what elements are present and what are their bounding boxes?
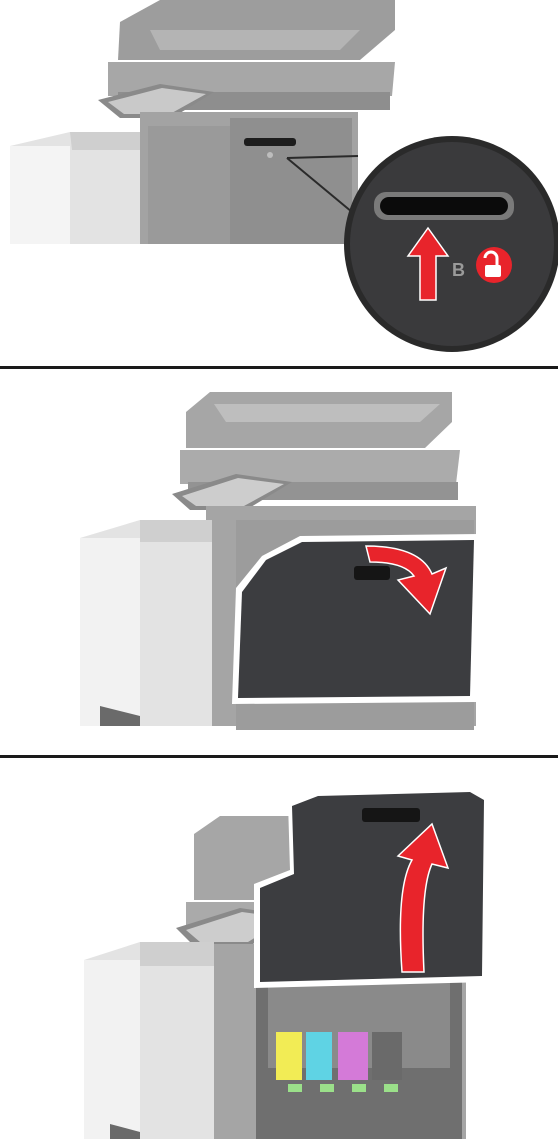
front-door (232, 534, 480, 704)
paper-module (80, 520, 212, 726)
door-latch-slot (244, 138, 296, 146)
step-2-illustration (0, 370, 558, 758)
step-3-panel (0, 760, 558, 1139)
unlock-icon (476, 247, 512, 283)
door-handle (362, 808, 420, 822)
paper-module (10, 132, 140, 244)
toner-yellow (276, 1032, 302, 1080)
printer-body (140, 112, 358, 244)
paper-module (84, 942, 214, 1139)
step-divider-1 (0, 366, 558, 369)
front-door (254, 786, 490, 988)
zoom-callout: B (344, 136, 558, 352)
door-b-label: B (452, 260, 465, 280)
toner-magenta (338, 1032, 368, 1080)
step-divider-2 (0, 755, 558, 758)
step-1-illustration: B (0, 0, 558, 364)
door-handle (354, 566, 390, 580)
toner-cyan (306, 1032, 332, 1080)
step-2-panel (0, 370, 558, 758)
step-1-panel: B (0, 0, 558, 364)
latch-slot-zoom (380, 197, 508, 215)
step-3-illustration (0, 760, 558, 1139)
toner-black (372, 1032, 402, 1080)
